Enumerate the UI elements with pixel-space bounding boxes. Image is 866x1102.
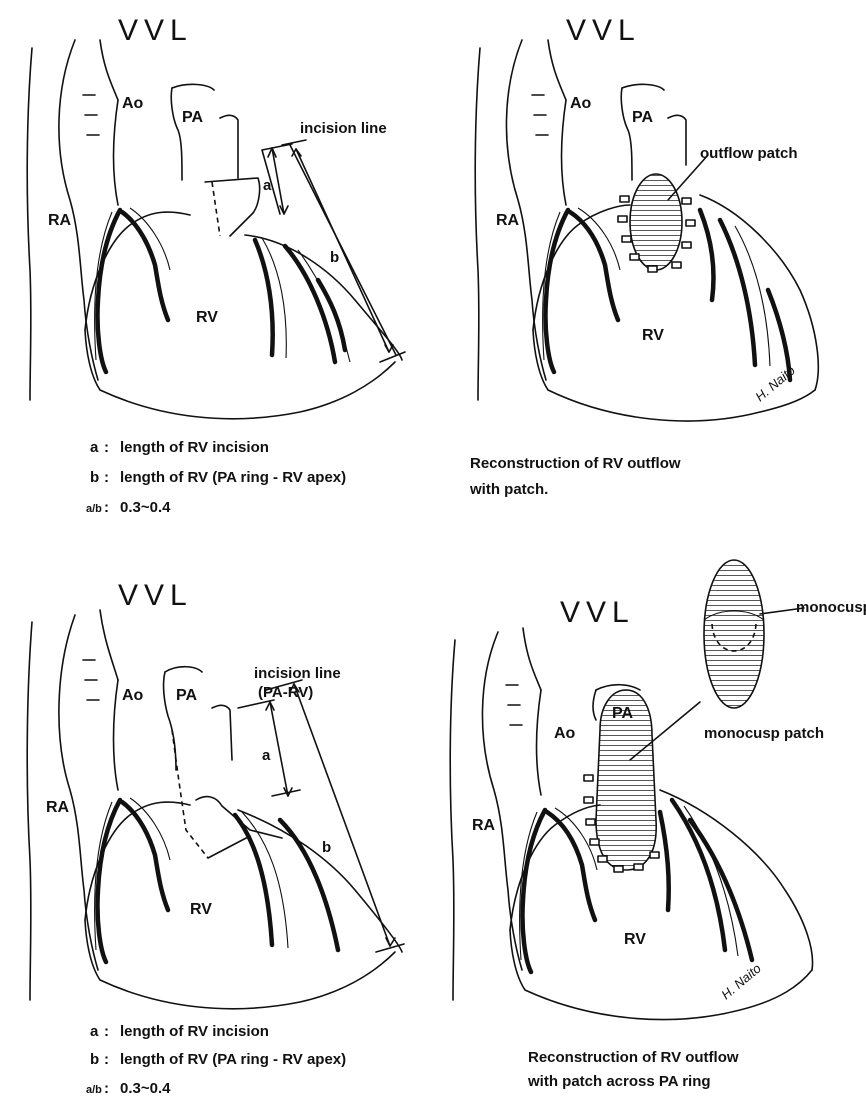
label-rv: RV xyxy=(642,327,664,344)
legend-sep: : xyxy=(104,439,109,456)
label-a: a xyxy=(263,177,272,194)
legend-sep: : xyxy=(104,1080,109,1097)
legend-key-ratio: a/b xyxy=(86,1084,102,1096)
legend-key-b: b xyxy=(90,469,99,486)
label-ra: RA xyxy=(496,212,520,229)
dimension-b xyxy=(282,140,405,362)
label-rv: RV xyxy=(190,901,212,918)
legend-key-a: a xyxy=(90,439,99,456)
legend-text-a: length of RV incision xyxy=(120,1023,269,1040)
dimension-b xyxy=(266,680,404,952)
panel-incision-top: VVL Ao PA RA RV incision line a b a : le… xyxy=(27,14,405,516)
label-ao: Ao xyxy=(122,95,144,112)
panel-patch-top: VVL Ao PA RA RV outflow patch H. Naito R… xyxy=(469,14,818,498)
legend: a : length of RV incision b : length of … xyxy=(86,439,346,516)
label-ra: RA xyxy=(48,212,72,229)
legend-sep: : xyxy=(104,469,109,486)
legend-text-ratio: 0.3~0.4 xyxy=(120,1080,171,1097)
label-pa: PA xyxy=(182,109,203,126)
label-vessels: VVL xyxy=(566,14,641,47)
panel-incision-bottom: VVL Ao PA RA RV incision line (PA-RV) a … xyxy=(27,579,404,1097)
legend-text-a: length of RV incision xyxy=(120,439,269,456)
heart-outline xyxy=(27,40,402,419)
legend-sep: : xyxy=(104,499,109,516)
signature: H. Naito xyxy=(752,363,798,405)
caption-line-2: with patch across PA ring xyxy=(527,1073,711,1090)
legend-text-b: length of RV (PA ring - RV apex) xyxy=(120,469,346,486)
caption-line-2: with patch. xyxy=(469,481,548,498)
label-ao: Ao xyxy=(554,725,576,742)
label-vessels: VVL xyxy=(560,596,635,629)
signature: H. Naito xyxy=(718,961,764,1003)
legend-key-a: a xyxy=(90,1023,99,1040)
legend-sep: : xyxy=(104,1023,109,1040)
label-incision-line: incision line xyxy=(254,665,341,682)
label-pa: PA xyxy=(632,109,653,126)
caption-line-1: Reconstruction of RV outflow xyxy=(470,455,681,472)
label-rv: RV xyxy=(624,931,646,948)
legend: a : length of RV incision b : length of … xyxy=(86,1023,346,1097)
legend-text-ratio: 0.3~0.4 xyxy=(120,499,171,516)
label-b: b xyxy=(330,249,339,266)
label-ra: RA xyxy=(46,799,70,816)
label-a: a xyxy=(262,747,271,764)
label-b: b xyxy=(322,839,331,856)
label-monocusp: monocusp xyxy=(796,599,866,616)
legend-key-b: b xyxy=(90,1051,99,1068)
label-pa: PA xyxy=(176,687,197,704)
label-ao: Ao xyxy=(570,95,592,112)
heart-outline xyxy=(27,610,402,1009)
label-monocusp-patch: monocusp patch xyxy=(704,725,824,742)
legend-key-ratio: a/b xyxy=(86,503,102,515)
label-incision-sub: (PA-RV) xyxy=(258,684,313,701)
label-outflow-patch: outflow patch xyxy=(700,145,798,162)
label-pa: PA xyxy=(612,705,633,722)
incision-line xyxy=(172,730,208,858)
label-incision-line: incision line xyxy=(300,120,387,137)
panel-patch-bottom: VVL Ao PA RA RV monocusp monocusp patch … xyxy=(450,560,866,1090)
incision-line xyxy=(212,182,220,236)
label-vessels: VVL xyxy=(118,579,193,612)
label-ra: RA xyxy=(472,817,496,834)
label-rv: RV xyxy=(196,309,218,326)
caption-line-1: Reconstruction of RV outflow xyxy=(528,1049,739,1066)
legend-sep: : xyxy=(104,1051,109,1068)
legend-text-b: length of RV (PA ring - RV apex) xyxy=(120,1051,346,1068)
label-vessels: VVL xyxy=(118,14,193,47)
label-ao: Ao xyxy=(122,687,144,704)
